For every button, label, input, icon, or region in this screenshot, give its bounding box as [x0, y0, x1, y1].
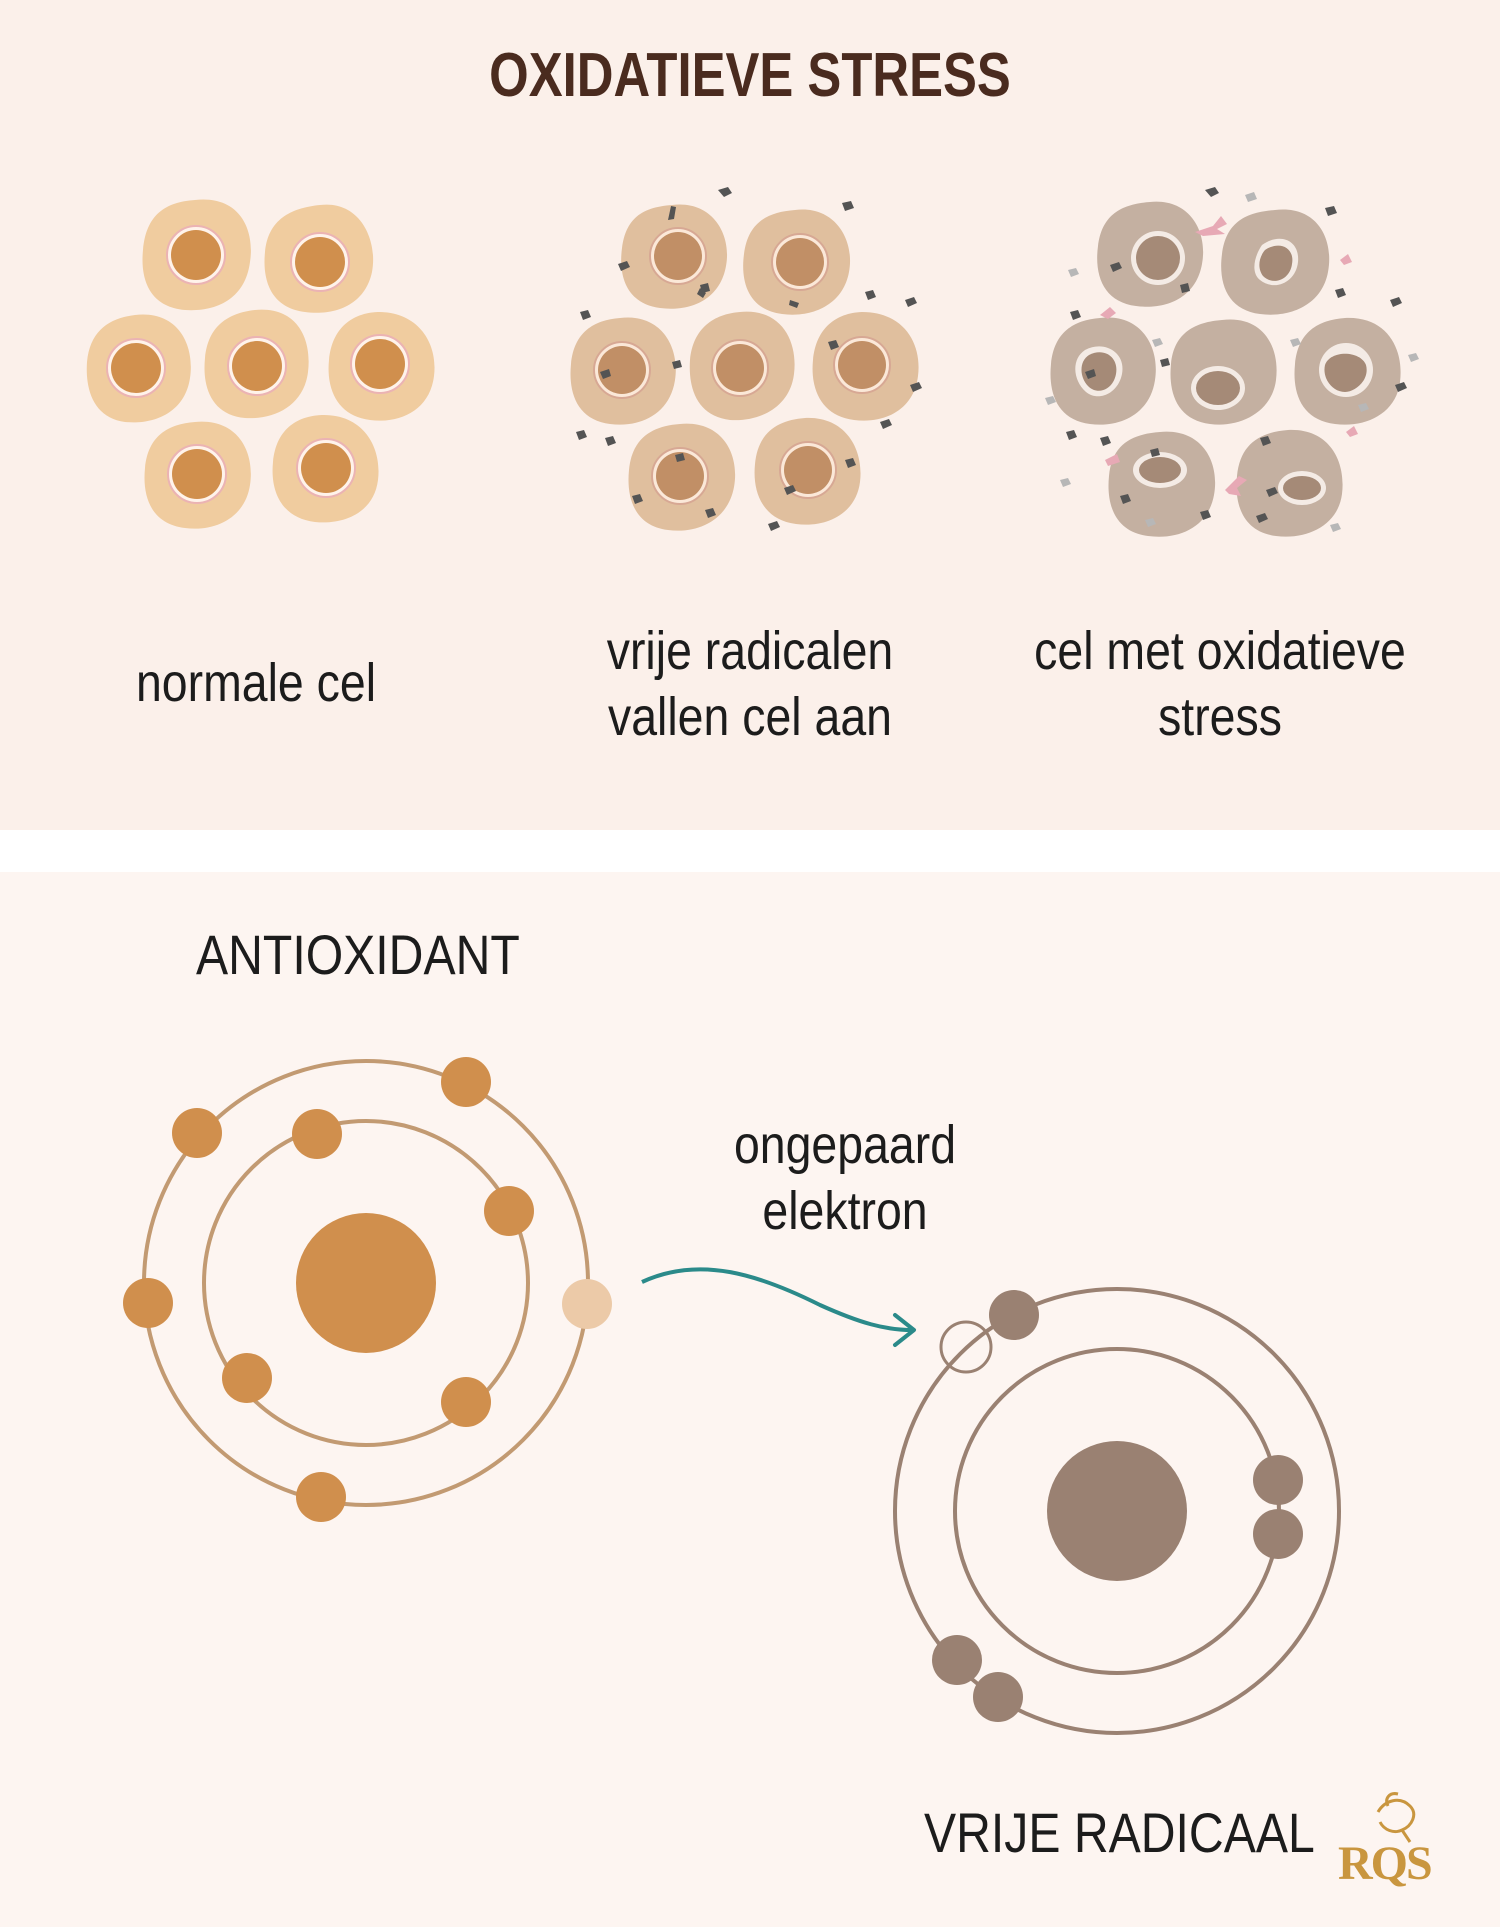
unpaired-electron-label-line1: ongepaard [733, 1115, 957, 1175]
cell [1294, 317, 1401, 425]
free-radical-particles [576, 187, 922, 531]
normal-cell-cluster [86, 199, 435, 529]
cell [812, 312, 919, 421]
electron [989, 1290, 1039, 1340]
electron [172, 1108, 222, 1158]
cell [621, 204, 728, 309]
cell [1236, 429, 1343, 537]
nucleus [296, 1213, 436, 1353]
debris-particles [1045, 192, 1419, 532]
normal-cell-label: normale cel [118, 650, 393, 716]
antioxidant-atom [123, 1057, 612, 1522]
cell [264, 204, 374, 313]
electron [973, 1672, 1023, 1722]
damage-fragments [1100, 216, 1358, 496]
unpaired-electron-label: ongepaard elektron [712, 1112, 979, 1244]
cell [328, 312, 435, 421]
page-title: OXIDATIEVE STRESS [489, 41, 1011, 110]
electron [296, 1472, 346, 1522]
cell [144, 421, 251, 529]
cell [86, 314, 191, 423]
cell [272, 414, 379, 523]
electron [292, 1109, 342, 1159]
free-radical-heading: VRIJE RADICAAL [924, 1801, 1315, 1864]
cell [1097, 201, 1204, 307]
outer-orbit [893, 1287, 1341, 1735]
unpaired-electron-label-line2: elektron [762, 1181, 928, 1241]
electron [1253, 1455, 1303, 1505]
cell [754, 417, 861, 525]
cell [689, 311, 795, 421]
nucleus [1047, 1441, 1187, 1581]
free-radical-particles [1066, 187, 1407, 523]
electron [932, 1635, 982, 1685]
arrowhead-icon [893, 1313, 916, 1347]
section-divider [0, 830, 1500, 872]
transfer-arrow [641, 1267, 916, 1347]
stress-label-line1: cel met oxidatieve [1034, 621, 1406, 681]
attack-label: vrije radicalen vallen cel aan [578, 618, 922, 750]
unpaired-electron [562, 1279, 612, 1329]
cell [1221, 209, 1330, 315]
stressed-cell-cluster [1045, 187, 1419, 537]
cell [743, 209, 851, 315]
rqs-logo-icon [1376, 1792, 1416, 1843]
attack-label-line1: vrije radicalen [606, 621, 894, 681]
electron [441, 1057, 491, 1107]
free-radical-atom [893, 1287, 1341, 1735]
electron [441, 1377, 491, 1427]
cell [204, 309, 309, 419]
cell [570, 317, 676, 425]
cell [1170, 319, 1277, 425]
electron [1253, 1509, 1303, 1559]
attack-label-line2: vallen cel aan [607, 687, 892, 747]
rqs-logo: RQS [1338, 1837, 1433, 1890]
electron [123, 1278, 173, 1328]
electron [484, 1186, 534, 1236]
cell [1050, 317, 1156, 425]
empty-electron-slot [939, 1320, 993, 1374]
stress-label: cel met oxidatieve stress [1022, 618, 1418, 750]
inner-orbit [202, 1119, 530, 1447]
cell [628, 423, 736, 531]
antioxidant-heading: ANTIOXIDANT [196, 923, 520, 986]
cell [1108, 431, 1216, 537]
cell [142, 199, 251, 311]
electrons [932, 1290, 1303, 1722]
normal-cell-label-text: normale cel [135, 653, 377, 713]
stress-label-line2: stress [1158, 687, 1282, 747]
electrons [123, 1057, 534, 1522]
electron [222, 1353, 272, 1403]
attacked-cell-cluster [570, 187, 922, 531]
